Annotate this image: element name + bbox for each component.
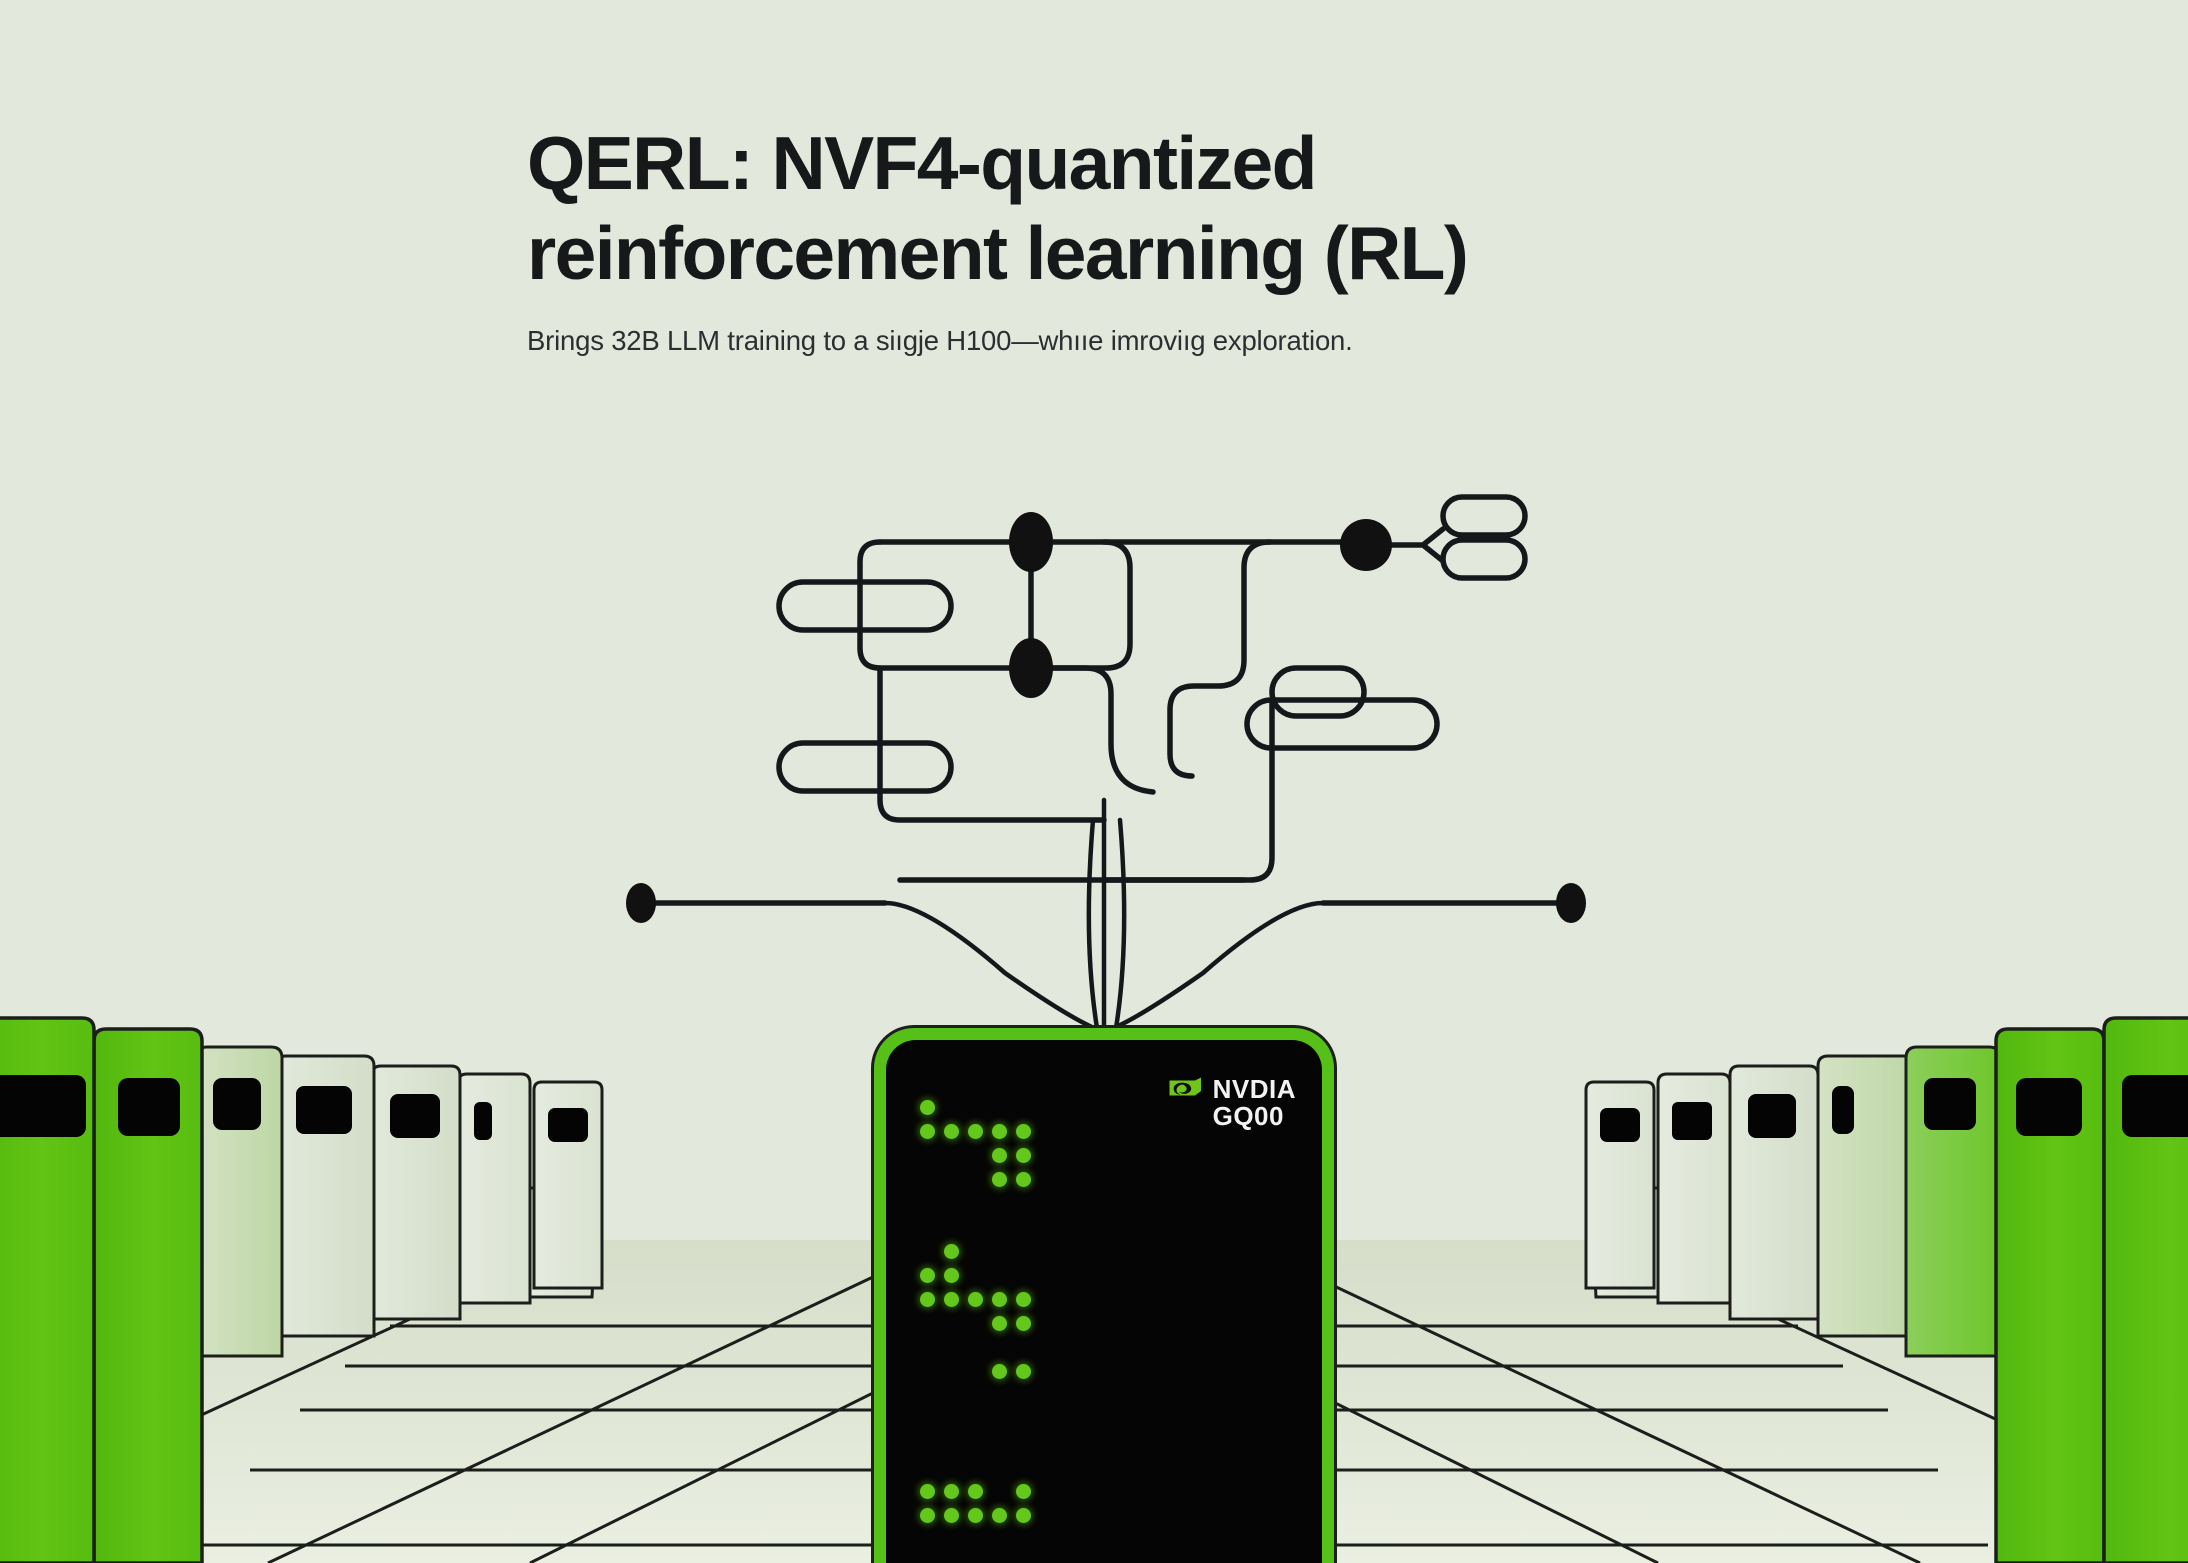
node-bus-right <box>1556 883 1586 923</box>
server-unit[interactable]: NVDIA GQ00 <box>874 1028 1334 1563</box>
led-dot <box>1016 1508 1031 1523</box>
led-dot <box>944 1508 959 1523</box>
rack-unit-left-4 <box>370 1064 462 1321</box>
led-dot <box>1016 1292 1031 1307</box>
led-dot <box>920 1292 935 1307</box>
page-subtitle: Brings 32B LLM training to a siıgje H100… <box>527 325 1353 356</box>
nvidia-model-text: GQ00 <box>1212 1101 1284 1131</box>
rack-unit-left-1 <box>92 1027 204 1563</box>
rack-unit-right-3 <box>1816 1054 1918 1338</box>
led-dot <box>920 1124 935 1139</box>
rack-row-right <box>1584 1016 2188 1563</box>
led-dot <box>968 1124 983 1139</box>
rack-vent <box>1832 1086 1854 1134</box>
rack-unit-right-6 <box>1584 1080 1666 1299</box>
led-dot <box>1016 1148 1031 1163</box>
led-dot <box>992 1292 1007 1307</box>
headline-block: QERL: NVF4-quantized reinforcement learn… <box>527 118 1647 358</box>
node-b <box>1009 638 1053 698</box>
led-dot <box>992 1172 1007 1187</box>
led-dot <box>1016 1364 1031 1379</box>
pill-fan-bottom <box>1440 537 1528 581</box>
led-dot <box>944 1292 959 1307</box>
nvidia-brand-text: NVDIA <box>1212 1074 1296 1104</box>
rack-vent <box>296 1086 352 1134</box>
pill-small-right <box>1269 665 1367 719</box>
led-dot <box>968 1484 983 1499</box>
pill-lower-left <box>776 740 954 794</box>
edge-b-drop <box>1028 665 1156 795</box>
led-dot <box>992 1316 1007 1331</box>
edge-fan-down <box>1420 542 1446 564</box>
led-dot <box>968 1508 983 1523</box>
led-dot <box>968 1292 983 1307</box>
rack-unit-right-4 <box>1728 1064 1820 1321</box>
node-c <box>1340 519 1392 571</box>
cable-bundle <box>882 797 1326 1031</box>
rack-vent <box>0 1075 86 1137</box>
rack-unit-right-2 <box>1904 1045 2002 1358</box>
led-dot <box>1016 1316 1031 1331</box>
led-dot <box>992 1508 1007 1523</box>
nvidia-eye-logo <box>1169 1077 1201 1096</box>
rack-unit-left-5 <box>456 1072 532 1305</box>
rack-unit-left-2 <box>194 1045 284 1358</box>
rack-unit-left-6 <box>528 1080 604 1299</box>
led-dot-matrix <box>886 1040 1322 1563</box>
rack-vent <box>548 1108 588 1142</box>
node-bus-left <box>626 883 656 923</box>
rack-unit-right-1 <box>1994 1027 2106 1563</box>
rack-unit-right-0 <box>2102 1016 2188 1563</box>
rack-unit-left-3 <box>274 1054 376 1338</box>
server-display-panel: NVDIA GQ00 <box>886 1040 1322 1563</box>
led-dot <box>920 1100 935 1115</box>
pill-wide-right <box>1244 697 1440 751</box>
page-title: QERL: NVF4-quantized reinforcement learn… <box>527 121 1469 295</box>
node-a <box>1009 512 1053 572</box>
rack-vent <box>2016 1078 2082 1136</box>
led-dot <box>920 1268 935 1283</box>
nvidia-badge: NVDIA GQ00 <box>1168 1076 1296 1129</box>
rack-vent <box>474 1102 492 1140</box>
pill-fan-top <box>1440 494 1528 538</box>
pill-group <box>776 494 1528 794</box>
led-dot <box>944 1268 959 1283</box>
rack-vent <box>390 1094 440 1138</box>
rack-vent <box>1924 1078 1976 1130</box>
pill-upper-left <box>776 579 954 633</box>
rack-unit-left-0 <box>0 1016 96 1563</box>
led-dot <box>944 1124 959 1139</box>
edge-left-elbow <box>857 539 1034 671</box>
led-dot <box>992 1364 1007 1379</box>
rack-unit-right-5 <box>1656 1072 1732 1305</box>
edge-right-down <box>1101 697 1275 883</box>
rack-vent <box>2122 1075 2188 1137</box>
led-dot <box>920 1508 935 1523</box>
rack-vent <box>1600 1108 1640 1142</box>
edge-fan-up <box>1386 526 1446 548</box>
rack-vent <box>213 1078 261 1130</box>
rack-vent <box>118 1078 180 1136</box>
led-dot <box>920 1484 935 1499</box>
rack-vent <box>1748 1094 1796 1138</box>
edge-a-loop <box>1028 539 1133 671</box>
edge-right-trunk <box>1167 539 1273 779</box>
rack-row-left <box>0 1016 604 1563</box>
bus-line-group <box>626 883 1586 923</box>
led-dot <box>1016 1172 1031 1187</box>
led-dot <box>944 1484 959 1499</box>
led-dot <box>992 1148 1007 1163</box>
edge-left-down <box>877 665 1107 823</box>
led-dot <box>944 1244 959 1259</box>
led-dot <box>1016 1124 1031 1139</box>
led-dot <box>992 1124 1007 1139</box>
led-dot <box>1016 1484 1031 1499</box>
rack-vent <box>1672 1102 1712 1140</box>
